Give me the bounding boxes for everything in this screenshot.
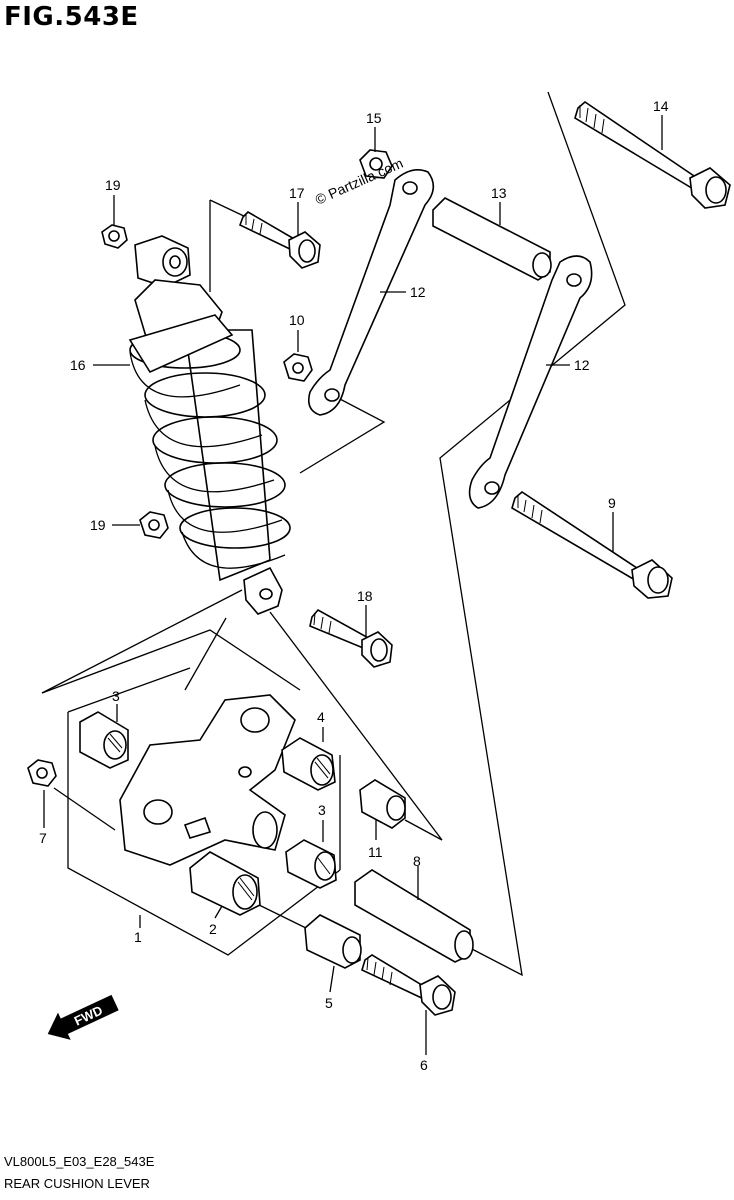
figure-code: VL800L5_E03_E28_543E (4, 1154, 155, 1169)
callout-4: 4 (317, 709, 325, 725)
bolt-17 (238, 210, 321, 269)
callout-18: 18 (357, 588, 373, 604)
bolt-9 (511, 490, 673, 599)
callout-1: 1 (134, 929, 142, 945)
bolt-18 (309, 608, 393, 668)
bearing-3a (79, 711, 129, 769)
bearing-3b (285, 839, 337, 889)
callout-leaders (43, 115, 663, 1055)
figure-title: FIG.543E (4, 2, 139, 32)
callout-3-upper: 3 (112, 688, 120, 704)
fwd-label: FWD (72, 1003, 105, 1029)
bolt-14 (574, 100, 731, 209)
nut-7 (27, 759, 57, 787)
callout-8: 8 (413, 853, 421, 869)
spacer-13 (432, 197, 552, 281)
nut-10 (283, 353, 313, 382)
cushion-lever (119, 694, 296, 866)
callout-6: 6 (420, 1057, 428, 1073)
callout-2: 2 (209, 921, 217, 937)
callout-14: 14 (653, 98, 669, 114)
nut-15 (359, 149, 393, 179)
bearing-2 (189, 851, 261, 916)
bolt-6 (361, 954, 456, 1016)
callout-16: 16 (70, 357, 86, 373)
nut-19b (139, 511, 169, 539)
fwd-arrow: FWD (47, 994, 119, 1040)
rear-shock-absorber (128, 235, 291, 615)
cushion-rod-12b (468, 255, 593, 509)
callout-11: 11 (368, 844, 383, 860)
callout-19-upper: 19 (105, 177, 121, 193)
callout-17: 17 (289, 185, 305, 201)
callout-3-lower: 3 (318, 802, 326, 818)
nut-19a (101, 224, 128, 249)
cushion-rod-12a (307, 169, 435, 416)
callout-5: 5 (325, 995, 333, 1011)
callout-15: 15 (366, 110, 382, 126)
reference-lines (41, 91, 626, 977)
collar-11 (359, 779, 406, 829)
collar-5 (304, 914, 362, 969)
bearing-4 (281, 737, 336, 791)
collar-8 (354, 869, 474, 963)
callout-12-left: 12 (410, 284, 426, 300)
callout-19-lower: 19 (90, 517, 106, 533)
callout-labels: 1 2 3 3 4 5 6 7 8 9 10 11 12 12 13 14 15… (39, 98, 669, 1073)
callout-13: 13 (491, 185, 507, 201)
callout-12-right: 12 (574, 357, 590, 373)
callout-7: 7 (39, 830, 47, 846)
callout-10: 10 (289, 312, 305, 328)
figure-name: REAR CUSHION LEVER (4, 1176, 150, 1191)
callout-9: 9 (608, 495, 616, 511)
